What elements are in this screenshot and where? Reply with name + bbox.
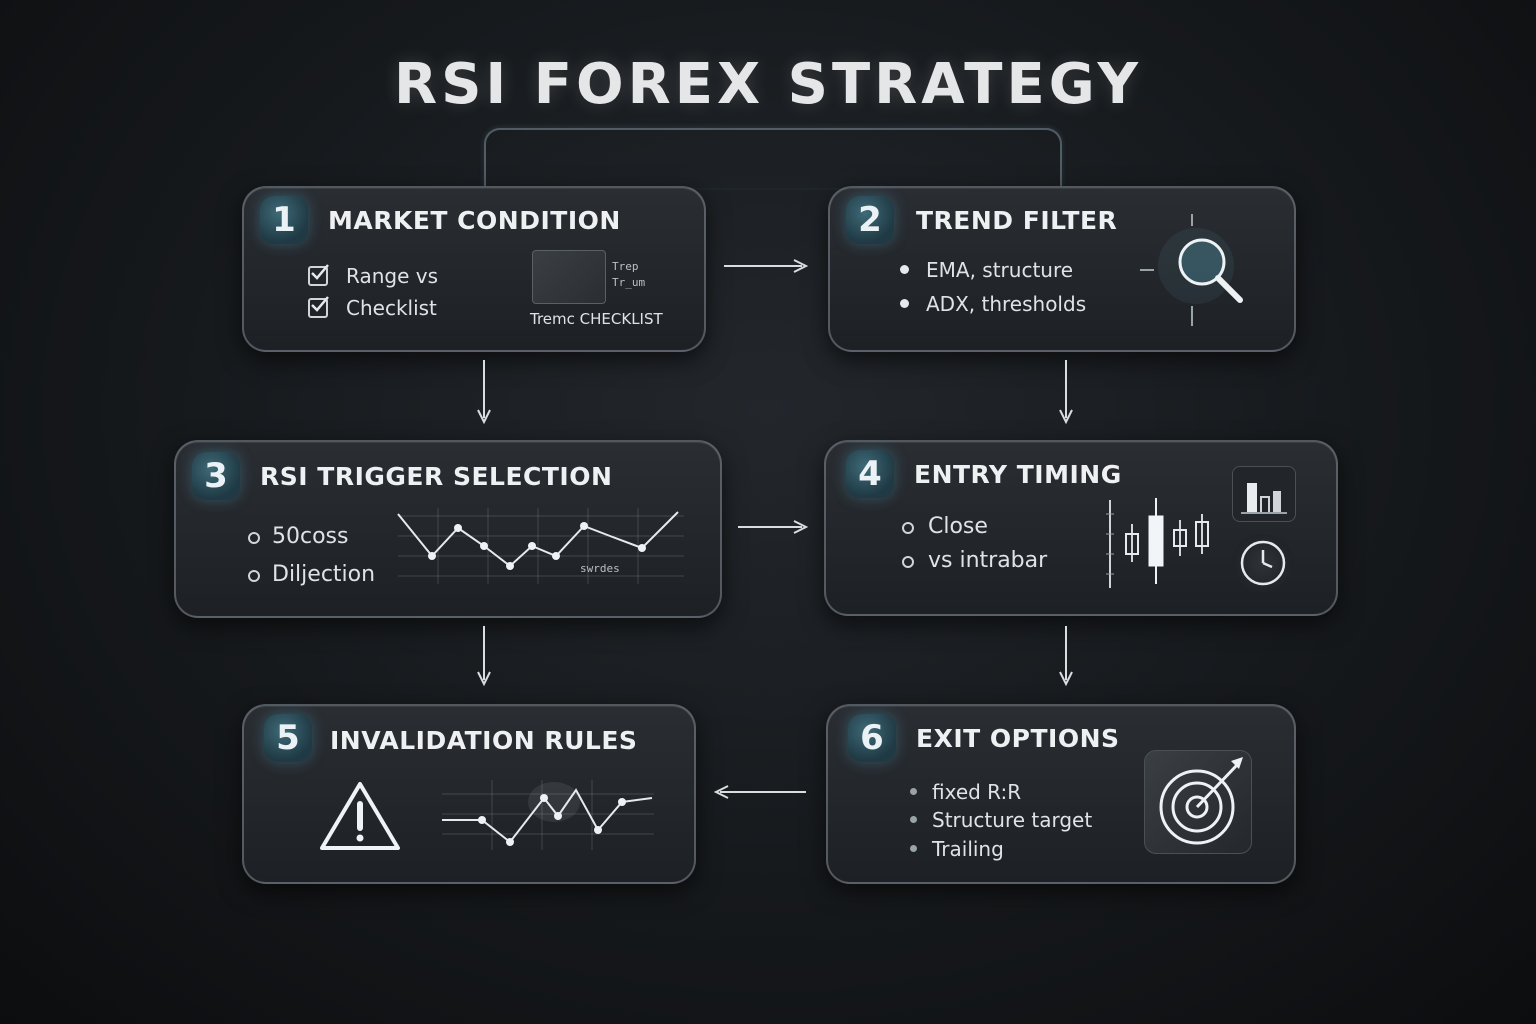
card-title: MARKET CONDITION xyxy=(328,206,621,235)
candlestick-icon xyxy=(1106,498,1209,588)
bullet xyxy=(248,570,260,582)
card-entry-timing: 4 ENTRY TIMING Close vs intrabar xyxy=(824,440,1338,616)
magnifier-icon xyxy=(1140,214,1243,326)
list-item: Structure target xyxy=(932,808,1093,832)
arrow-right-3-to-4 xyxy=(738,520,809,534)
card-trend-filter: 2 TREND FILTER EMA, structure ADX, thres… xyxy=(828,186,1296,352)
arrow-down-4-to-6 xyxy=(1059,626,1073,687)
card-title: INVALIDATION RULES xyxy=(330,726,638,755)
arrow-down-1-to-3 xyxy=(477,360,491,425)
card-title: ENTRY TIMING xyxy=(914,460,1122,489)
step-number-1: 1 xyxy=(260,196,308,244)
arrow-down-3-to-5 xyxy=(477,626,491,687)
card-title: TREND FILTER xyxy=(916,206,1118,235)
checkbox-icon xyxy=(308,264,329,286)
target-icon xyxy=(1144,750,1252,854)
arrow-down-2-to-4 xyxy=(1059,360,1073,425)
step-number-3: 3 xyxy=(192,452,240,500)
bullet xyxy=(910,788,917,795)
card-title: RSI TRIGGER SELECTION xyxy=(260,462,613,491)
card-invalidation-rules: 5 INVALIDATION RULES xyxy=(242,704,696,884)
chart-label: swrdes xyxy=(580,562,620,575)
bullet xyxy=(902,556,914,568)
checkbox-icon xyxy=(308,296,329,318)
top-connector xyxy=(484,128,1062,188)
card-market-condition: 1 MARKET CONDITION Range vs Checklist Tr… xyxy=(242,186,706,352)
step-number-4: 4 xyxy=(846,450,894,498)
clock-icon xyxy=(1232,534,1294,592)
step-number-5: 5 xyxy=(264,714,312,762)
bullet xyxy=(248,532,260,544)
list-item: EMA, structure xyxy=(926,258,1074,282)
bullet xyxy=(910,845,917,852)
bullet xyxy=(902,522,914,534)
card-exit-options: 6 EXIT OPTIONS fixed R:R Structure targe… xyxy=(826,704,1296,884)
step-number-2: 2 xyxy=(846,196,894,244)
list-item: Range vs xyxy=(346,264,439,288)
arrow-right-1-to-2 xyxy=(724,259,809,273)
list-item: 50coss xyxy=(272,524,349,549)
invalidation-chart-icon xyxy=(442,780,654,850)
arrow-left-6-to-5 xyxy=(713,785,806,799)
thumbnail-label: Tr_um xyxy=(612,276,646,289)
list-item: Checklist xyxy=(346,296,437,320)
card-caption: Tremc CHECKLIST xyxy=(530,310,663,328)
page-title: RSI FOREX STRATEGY xyxy=(393,52,1143,117)
thumbnail-chart-icon xyxy=(532,250,606,304)
thumbnail-label: Trep xyxy=(612,260,639,273)
bullet xyxy=(910,816,917,823)
bar-chart-icon xyxy=(1232,466,1296,522)
step-number-6: 6 xyxy=(848,714,896,762)
list-item: vs intrabar xyxy=(928,548,1048,573)
list-item: Trailing xyxy=(932,837,1004,861)
list-item: Diljection xyxy=(272,562,376,587)
list-item: ADX, thresholds xyxy=(926,292,1087,316)
bullet xyxy=(900,265,909,274)
rsi-line-chart-icon xyxy=(397,508,684,584)
warning-icon xyxy=(320,782,400,850)
card-title: EXIT OPTIONS xyxy=(916,724,1120,753)
list-item: Close xyxy=(928,514,988,539)
card-rsi-trigger-selection: 3 RSI TRIGGER SELECTION 50coss Diljectio… xyxy=(174,440,722,618)
list-item: fixed R:R xyxy=(932,780,1022,804)
bullet xyxy=(900,299,909,308)
